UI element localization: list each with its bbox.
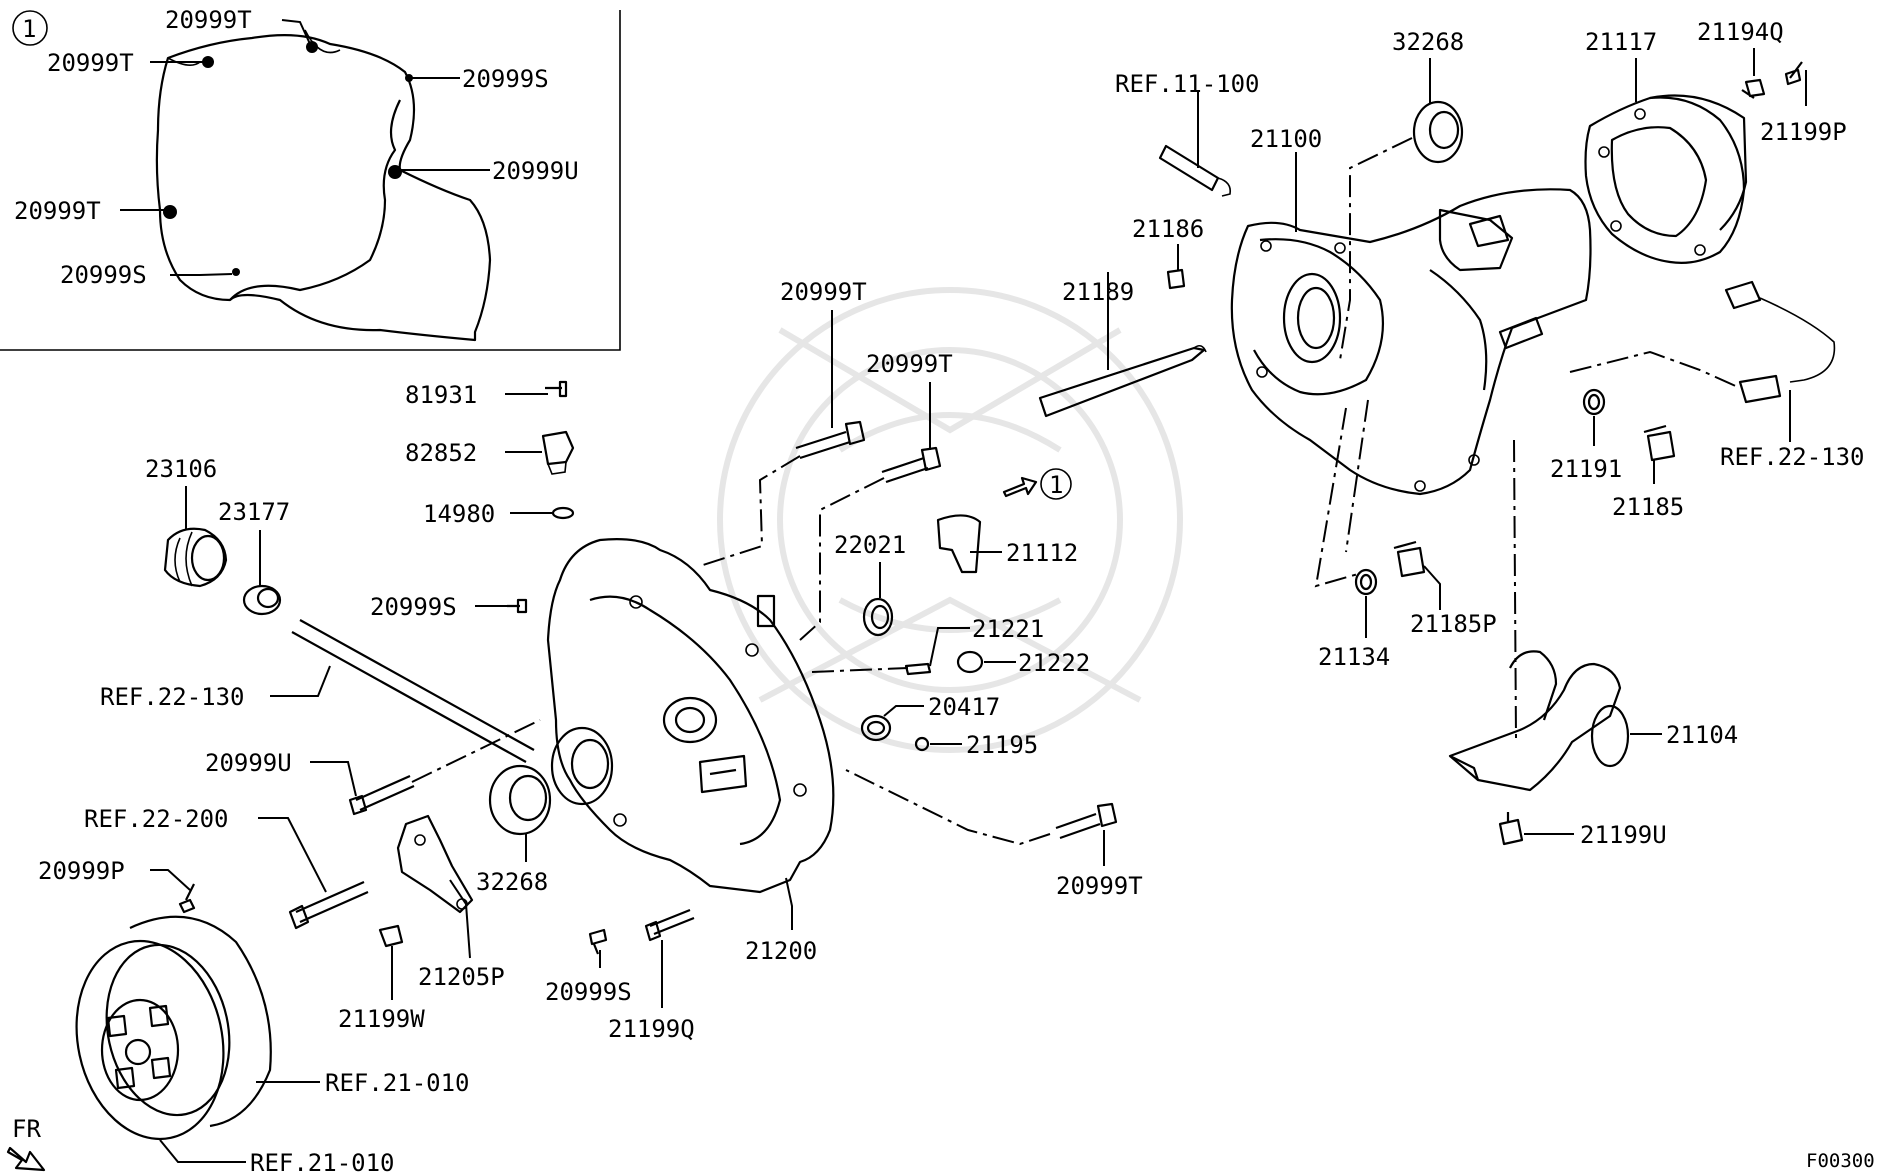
ref-22-130-shaft: REF.22-130 [100,619,535,763]
label-20999s-left: 20999S [370,593,457,621]
part-21100-case: 21100 [1230,125,1592,496]
label-20999s-bottom: 20999S [545,978,632,1006]
part-21205p-bracket: 21205P [396,814,505,991]
label-21185: 21185 [1612,493,1684,521]
part-20999s-bolt-left: 20999S [370,593,528,621]
label-ref-21-010-a: REF.21-010 [325,1069,470,1097]
part-21117-cover: 21117 [1584,28,1748,264]
label-20999t-c: 20999T [1056,872,1143,900]
label-21199p: 21199P [1760,118,1847,146]
part-81931-bolt: 81931 [405,380,568,409]
inset-label-20999t-mid: 20999T [14,197,101,225]
label-14980: 14980 [423,500,495,528]
label-fr: FR [12,1115,41,1143]
part-20999p-bolt: 20999P [38,857,196,914]
part-21199p-bolt: 21199P [1760,61,1847,146]
label-20999t-a: 20999T [780,278,867,306]
label-21195: 21195 [966,731,1038,759]
label-32268-left: 32268 [476,868,548,896]
part-21191-washer: 21191 [1550,388,1622,483]
callout-1-arrow: 1 [1002,468,1072,500]
inset-label-20999t-top: 20999T [165,6,252,34]
part-21199u-bolt: 21199U [1498,812,1667,849]
label-ref-21-010-b: REF.21-010 [250,1149,395,1173]
part-21112-plate: 21112 [936,514,1078,574]
inset-number: 1 [22,15,36,43]
part-21185p-plug: 21185P [1393,540,1497,638]
label-21199u: 21199U [1580,821,1667,849]
label-21100: 21100 [1250,125,1322,153]
part-23177-seal: 23177 [218,498,290,616]
part-20999t-bolt-a: 20999T [699,278,867,567]
ref-21-010-clutch: REF.21-010 REF.21-010 [75,915,470,1173]
label-21117: 21117 [1585,28,1657,56]
label-21199q: 21199Q [608,1015,695,1043]
label-21205p: 21205P [418,963,505,991]
label-20999p: 20999P [38,857,125,885]
label-21112: 21112 [1006,539,1078,567]
part-20417-seal: 20417 [860,693,1000,742]
label-21191: 21191 [1550,455,1622,483]
part-21200-case: 21200 [546,538,835,965]
part-21194q-clip: 21194Q [1697,18,1784,99]
label-21221: 21221 [972,615,1044,643]
label-82852: 82852 [405,439,477,467]
label-21185p: 21185P [1410,610,1497,638]
inset-panel: 1 20999T 20999T 20999S 20999U 20999T 209… [0,6,621,351]
front-direction-indicator: FR [6,1115,46,1172]
part-21199w-bolt: 21199W [338,924,425,1033]
part-22021-seal: 22021 [834,531,906,637]
part-32268-seal-right: 32268 [1392,28,1464,164]
part-14980-oring: 14980 [423,500,575,528]
part-20999u-bolt: 20999U [205,719,541,816]
inset-label-20999t-left: 20999T [47,49,134,77]
part-21221-pin: 21221 [811,615,1044,676]
inset-label-20999s-bottom: 20999S [60,261,147,289]
label-20417: 20417 [928,693,1000,721]
ref-22-130-sensor-harness: REF.22-130 [1569,280,1865,471]
part-20999t-bolt-c: 20999T [845,769,1143,900]
part-21185-plug: 21185 [1612,424,1684,521]
label-ref-22-130-right: REF.22-130 [1720,443,1865,471]
label-20999u: 20999U [205,749,292,777]
part-21195-plug: 21195 [914,731,1038,759]
label-22021: 22021 [834,531,906,559]
label-ref-22-130-left: REF.22-130 [100,683,245,711]
part-20999s-bolt-bottom: 20999S [545,928,632,1006]
part-21134-washer: 21134 [1314,399,1390,671]
callout-1-number: 1 [1049,471,1063,499]
inset-label-20999u: 20999U [492,157,579,185]
label-21199w: 21199W [338,1005,425,1033]
part-21186-dowel: 21186 [1132,215,1204,290]
part-21222-plug: 21222 [956,649,1090,677]
label-32268-right: 32268 [1392,28,1464,56]
figure-code: F00300 [1806,1150,1875,1172]
part-21199q-bolt: 21199Q [608,908,695,1043]
label-21222: 21222 [1018,649,1090,677]
part-32268-seal-left: 32268 [476,764,552,896]
ref-22-200-pin: REF.22-200 [84,805,369,930]
part-23106-bushing: 23106 [145,455,228,588]
part-20999t-bolt-b: 20999T [799,350,953,641]
label-21104: 21104 [1666,721,1738,749]
ref-11-100-tube: REF.11-100 [1115,70,1260,197]
label-23177: 23177 [218,498,290,526]
label-21134: 21134 [1318,643,1390,671]
label-ref-22-200: REF.22-200 [84,805,229,833]
label-81931: 81931 [405,381,477,409]
label-ref-11-100: REF.11-100 [1115,70,1260,98]
inset-label-20999s-right: 20999S [462,65,549,93]
label-20999t-b: 20999T [866,350,953,378]
label-21194q: 21194Q [1697,18,1784,46]
label-21189: 21189 [1062,278,1134,306]
part-82852-sensor: 82852 [405,430,575,475]
label-21200: 21200 [745,937,817,965]
part-21104-bracket: 21104 [1448,439,1738,792]
label-21186: 21186 [1132,215,1204,243]
watermark-emblem [717,287,1183,753]
part-21189-strip: 21189 [1038,272,1207,418]
label-23106: 23106 [145,455,217,483]
